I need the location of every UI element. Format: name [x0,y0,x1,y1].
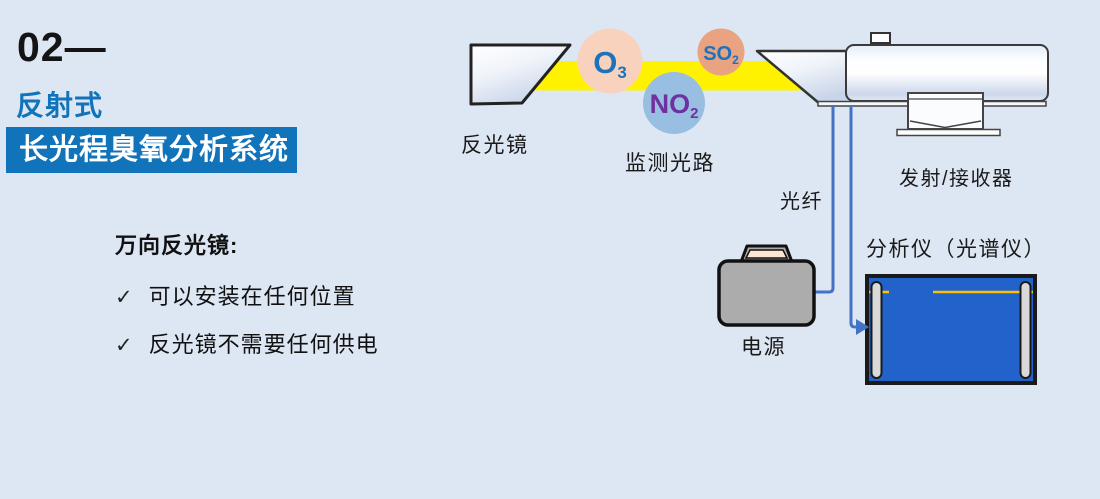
power-handle-inner [744,249,789,259]
transceiver-knob [870,32,891,44]
analyzer-label: 分析仪（光谱仪） [866,238,1046,261]
molecule-no2-label: NO2 [650,89,699,122]
analyzer-slit-right [1019,281,1032,379]
power-body [717,259,816,327]
light-path-label: 监测光路 [625,152,715,175]
fiber-line [849,105,858,329]
check-icon: ✓ [115,286,134,309]
molecule-no2-circle [643,72,705,134]
fiber-label: 光纤 [780,191,823,213]
molecule-o3-circle [577,28,643,94]
transceiver-base-plate [896,128,1001,137]
check-icon: ✓ [115,334,134,357]
section-subtitle: 反射式 [16,90,104,121]
molecule-o3-label: O3 [593,45,627,82]
molecule-so2-label: SO2 [703,43,739,67]
mirror-label: 反光镜 [461,134,529,157]
mount-v-brace [909,120,982,129]
section-number: 02— [17,24,107,70]
title-banner: 长光程臭氧分析系统 [6,127,297,173]
molecule-so2-circle [697,28,745,76]
bullet-item-text: 可以安装在任何位置 [148,284,356,309]
bullet-item: ✓ 反光镜不需要任何供电 [115,327,379,359]
analyzer-box [865,274,1037,385]
bullet-heading: 万向反光镜: [115,233,239,258]
transceiver-label: 发射/接收器 [899,168,1014,190]
bullet-item-text: 反光镜不需要任何供电 [148,332,379,357]
power-label: 电源 [741,336,786,359]
power-cable-line [814,105,835,294]
fiber-arrowhead-icon [856,319,869,335]
mirror-shape [469,43,572,106]
analyzer-slit-left [870,281,883,379]
bullet-item: ✓ 可以安装在任何位置 [115,279,356,311]
